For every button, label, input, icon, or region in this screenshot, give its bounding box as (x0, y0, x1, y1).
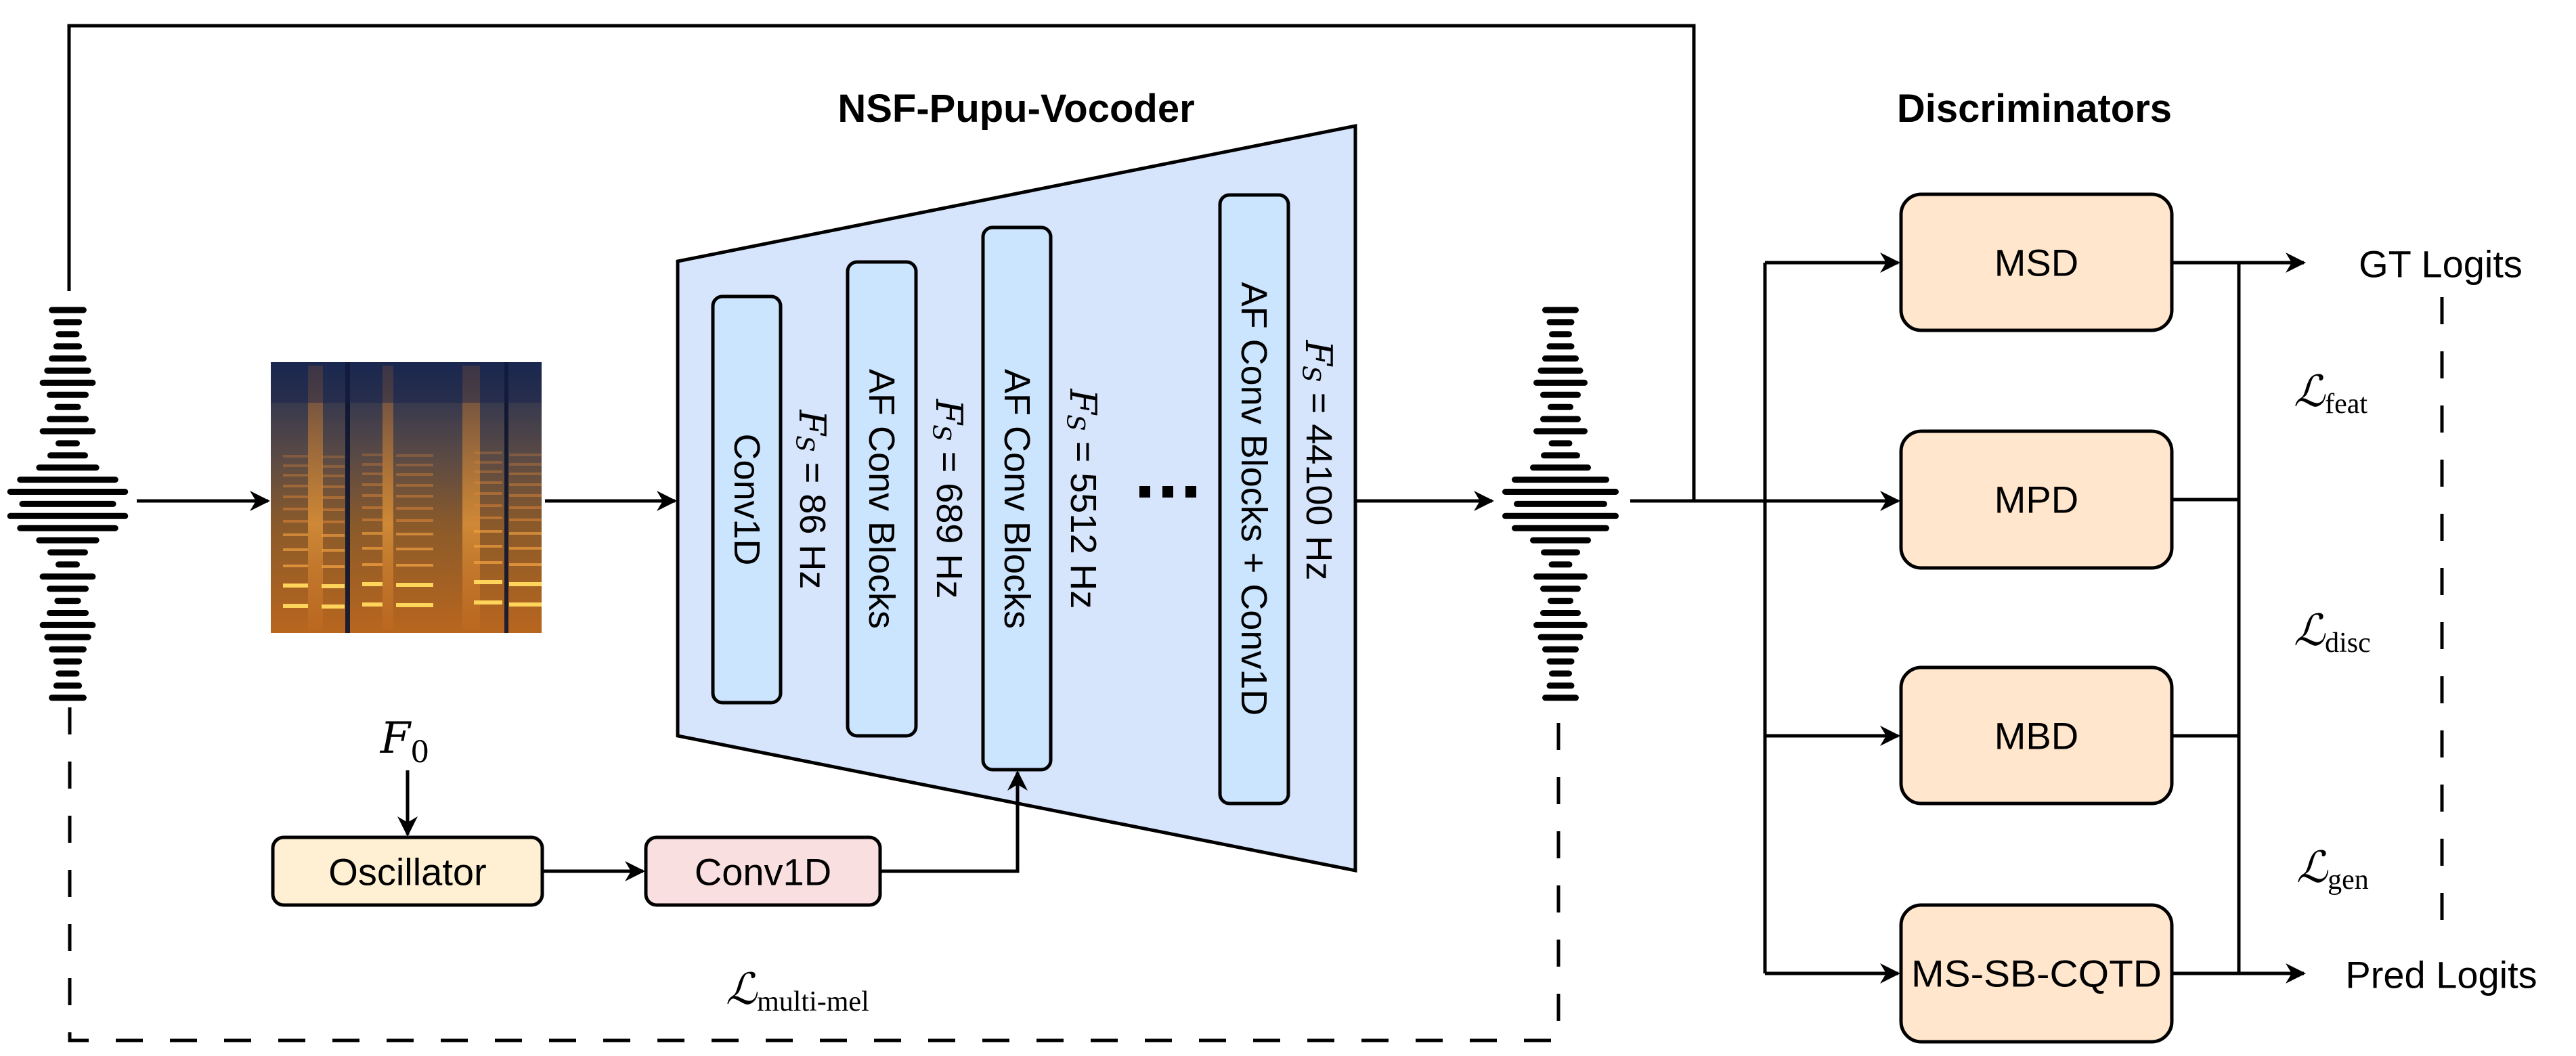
input-waveform-icon (7, 307, 129, 701)
f0-symbol: F (380, 713, 412, 764)
oscillator-box: Oscillator (271, 835, 544, 907)
mel-spectrogram-image (271, 362, 542, 633)
generator-block-af-conv-2: AF Conv Blocks (981, 225, 1053, 772)
discriminator-mpd: MPD (1899, 429, 2174, 570)
block-label: Conv1D (726, 433, 767, 565)
source-conv1d-box: Conv1D (644, 835, 882, 907)
fs-subscript: S (927, 424, 955, 441)
generator-block-af-conv-1: AF Conv Blocks (846, 260, 918, 738)
loss-symbol: ℒ (2294, 606, 2326, 656)
loss-feat-label: ℒfeat (2294, 367, 2367, 420)
loss-subscript: gen (2328, 864, 2369, 896)
f0-subscript: 0 (410, 735, 429, 770)
discriminator-label: MSD (1994, 242, 2078, 284)
loss-multi-mel-label: ℒmulti-mel (726, 965, 869, 1017)
fs-symbol: F (791, 410, 834, 437)
source-conv1d-label: Conv1D (695, 851, 831, 894)
block-label: AF Conv Blocks + Conv1D (1234, 282, 1274, 716)
fs-subscript: S (791, 435, 818, 452)
generator-block-af-conv-final: AF Conv Blocks + Conv1D (1218, 193, 1290, 806)
discriminators-title: Discriminators (1897, 87, 2172, 131)
loss-symbol: ℒ (2296, 843, 2329, 893)
discriminator-label: MBD (1994, 715, 2078, 757)
sample-rate-label-44100: FS = 44100 Hz (1297, 340, 1340, 581)
ground-truth-skip-connection (67, 24, 1696, 501)
arrow-source-to-af-block (880, 770, 1028, 873)
fs-symbol: F (928, 399, 971, 426)
generator-title: NSF-Pupu-Vocoder (837, 87, 1194, 131)
block-label: AF Conv Blocks (861, 369, 902, 629)
gt-logits-label: GT Logits (2359, 243, 2523, 286)
sample-rate-label-5512: FS = 5512 Hz (1062, 389, 1105, 609)
sample-rate-label-689: FS = 689 Hz (927, 399, 971, 599)
discriminator-mbd: MBD (1899, 665, 2174, 806)
output-waveform-icon (1502, 307, 1619, 701)
discriminator-label: MPD (1994, 479, 2078, 521)
discriminator-ms-sb-cqtd: MS-SB-CQTD (1899, 903, 2174, 1044)
fs-value: = 86 Hz (792, 452, 833, 590)
loss-subscript: feat (2325, 389, 2367, 420)
multi-mel-loss-connection (68, 707, 1560, 1042)
loss-gen-label: ℒgen (2296, 843, 2369, 896)
block-label: AF Conv Blocks (997, 369, 1037, 629)
generator-block-conv1d: Conv1D (711, 294, 783, 705)
oscillator-label: Oscillator (328, 851, 486, 894)
fs-value: = 44100 Hz (1298, 382, 1339, 581)
fs-symbol: F (1062, 389, 1105, 416)
loss-symbol: ℒ (726, 965, 758, 1015)
fs-value: = 689 Hz (929, 441, 969, 599)
discriminator-msd: MSD (1899, 192, 2174, 332)
ellipsis-icon (1139, 486, 1196, 498)
fs-subscript: S (1062, 414, 1089, 431)
fs-subscript: S (1297, 366, 1325, 382)
pred-logits-label: Pred Logits (2345, 954, 2537, 996)
loss-symbol: ℒ (2294, 367, 2326, 417)
loss-disc-label: ℒdisc (2294, 606, 2371, 659)
discriminator-label: MS-SB-CQTD (1911, 952, 2162, 995)
fs-value: = 5512 Hz (1063, 431, 1104, 609)
loss-subscript: multi-mel (757, 986, 869, 1017)
f0-label: F0 (380, 713, 429, 770)
loss-subscript: disc (2325, 628, 2371, 659)
sample-rate-label-86: FS = 86 Hz (791, 410, 834, 590)
fs-symbol: F (1298, 340, 1340, 368)
